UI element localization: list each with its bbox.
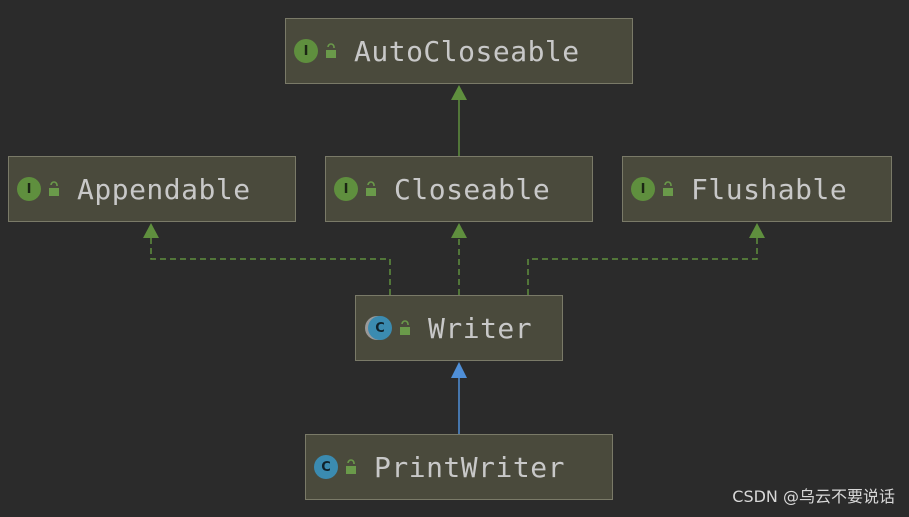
- unlocked-icon: [400, 320, 410, 335]
- node-label: Flushable: [691, 172, 848, 206]
- unlocked-icon: [346, 459, 356, 474]
- node-printwriter[interactable]: C PrintWriter: [305, 434, 613, 500]
- interface-icon: I: [631, 177, 655, 201]
- arrowhead-appendable: [143, 223, 159, 238]
- arrowhead-closeable: [451, 223, 467, 238]
- node-label: PrintWriter: [374, 450, 565, 484]
- arrowhead-flushable: [749, 223, 765, 238]
- abstract-class-icon: C: [368, 316, 392, 340]
- arrowhead-writer: [451, 362, 467, 378]
- node-label: AutoCloseable: [354, 34, 580, 68]
- edge-writer-flushable: [527, 237, 758, 295]
- node-label: Closeable: [394, 172, 551, 206]
- node-writer[interactable]: C Writer: [355, 295, 563, 361]
- interface-icon: I: [334, 177, 358, 201]
- unlocked-icon: [366, 181, 376, 196]
- class-icon: C: [314, 455, 338, 479]
- node-autocloseable[interactable]: I AutoCloseable: [285, 18, 633, 84]
- edge-writer-appendable: [150, 237, 391, 295]
- unlocked-icon: [663, 181, 673, 196]
- interface-icon: I: [17, 177, 41, 201]
- watermark: CSDN @乌云不要说话: [732, 487, 895, 506]
- node-label: Appendable: [77, 172, 251, 206]
- node-label: Writer: [428, 311, 533, 345]
- interface-icon: I: [294, 39, 318, 63]
- arrowhead-autocloseable: [451, 85, 467, 100]
- node-flushable[interactable]: I Flushable: [622, 156, 892, 222]
- unlocked-icon: [326, 43, 336, 58]
- node-appendable[interactable]: I Appendable: [8, 156, 296, 222]
- node-closeable[interactable]: I Closeable: [325, 156, 593, 222]
- unlocked-icon: [49, 181, 59, 196]
